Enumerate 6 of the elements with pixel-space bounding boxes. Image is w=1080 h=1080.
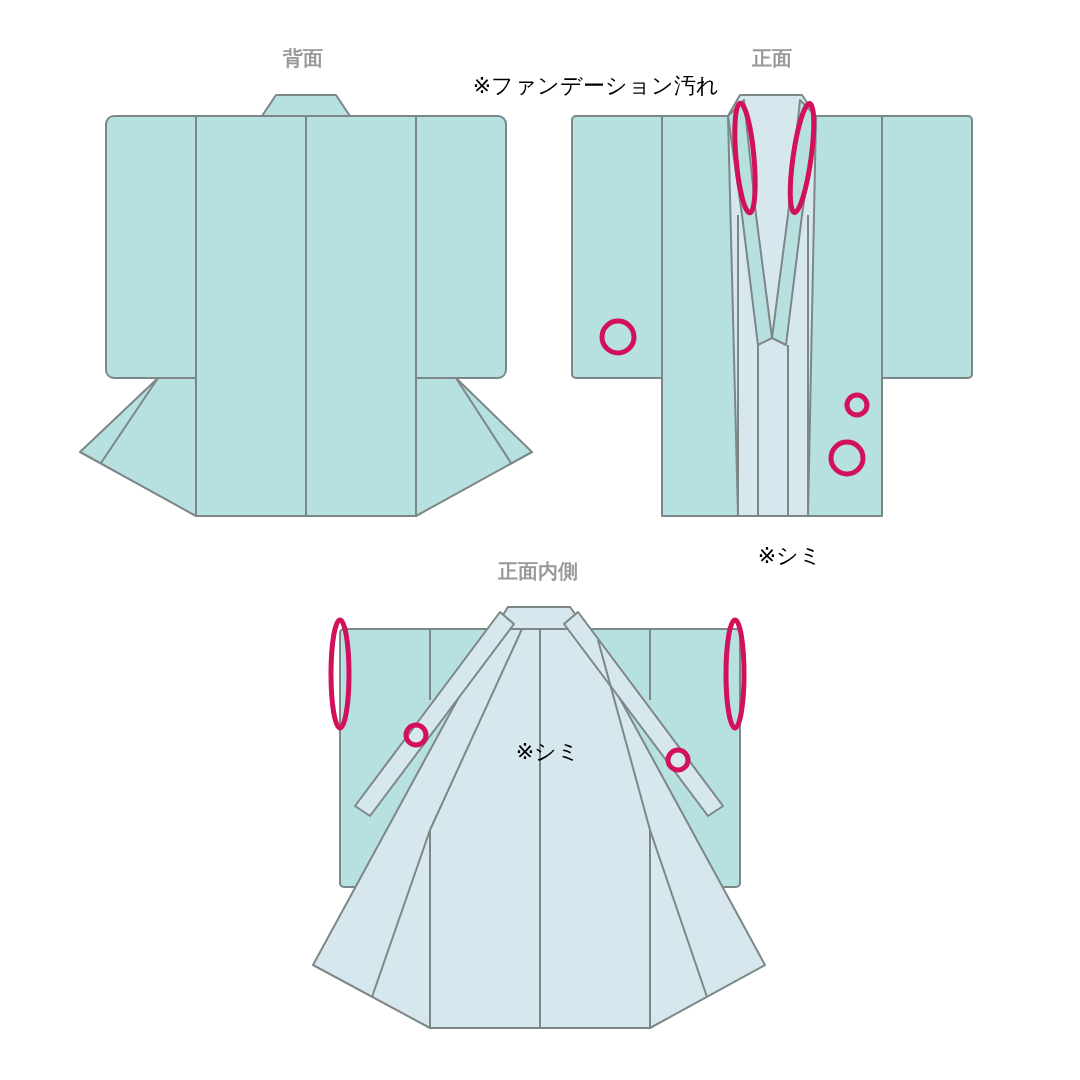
view-heading: 背面 <box>283 48 323 68</box>
note-text: ※シミ <box>515 741 581 763</box>
note-text: ※ファンデーション汚れ <box>472 75 720 97</box>
view-heading: 正面内側 <box>498 561 578 581</box>
note-text: ※シミ <box>757 545 823 567</box>
view-heading: 正面 <box>752 48 792 68</box>
